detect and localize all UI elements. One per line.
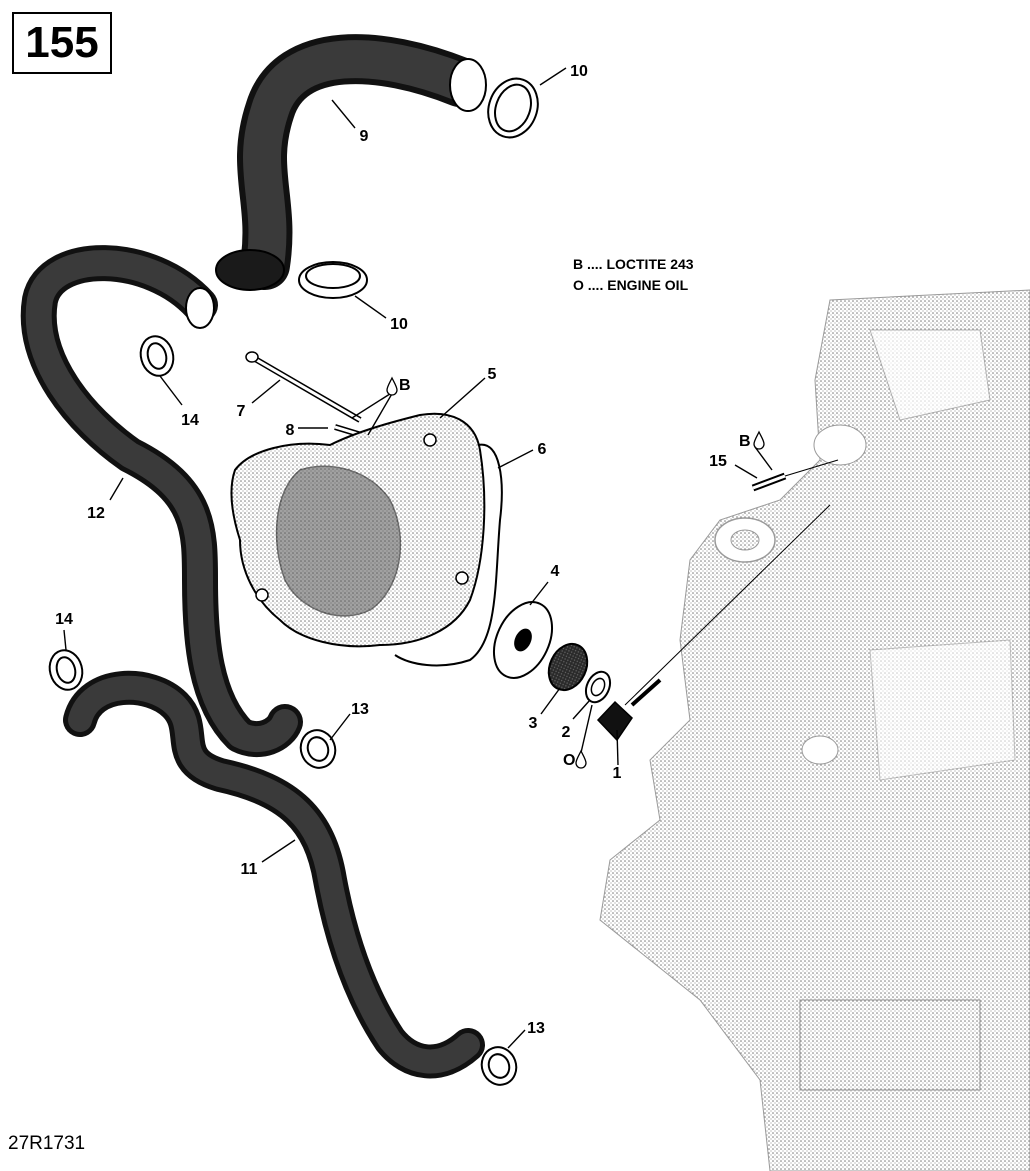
drive-gear-1 bbox=[596, 678, 662, 742]
bolt-7 bbox=[245, 351, 362, 423]
impeller-4 bbox=[492, 601, 554, 679]
callout-8: 8 bbox=[286, 422, 295, 439]
callout-9: 9 bbox=[360, 128, 369, 145]
callout-14-top: 14 bbox=[181, 412, 199, 429]
clamp-13-upper bbox=[299, 729, 337, 769]
hose-12 bbox=[20, 245, 303, 757]
hose-11 bbox=[63, 670, 485, 1079]
callout-10-bottom: 10 bbox=[390, 316, 408, 333]
page-number-badge: 155 bbox=[12, 12, 112, 74]
callout-14-bottom: 14 bbox=[55, 611, 73, 628]
callout-13-lower: 13 bbox=[527, 1020, 545, 1037]
callout-11: 11 bbox=[241, 861, 258, 878]
alignment-line-dowel bbox=[784, 459, 839, 477]
callout-3: 3 bbox=[529, 715, 538, 732]
clamp-10-top bbox=[487, 77, 539, 139]
leader-lines bbox=[63, 67, 773, 1049]
callout-5: 5 bbox=[488, 366, 497, 383]
drop-icon bbox=[575, 749, 587, 769]
seal-3 bbox=[547, 642, 589, 692]
o-ring-2 bbox=[584, 670, 612, 704]
product-legend: B .... LOCTITE 243 O .... ENGINE OIL bbox=[573, 254, 694, 296]
callout-2: 2 bbox=[562, 724, 571, 741]
mark-engine-oil-o-ring: O bbox=[563, 749, 587, 769]
callout-10-top: 10 bbox=[570, 63, 588, 80]
mark-loctite-fasteners: B bbox=[386, 376, 411, 396]
mark-o-o-ring: O bbox=[563, 752, 575, 769]
figure-id: 27R1731 bbox=[8, 1133, 86, 1154]
clamp-13-lower bbox=[480, 1046, 518, 1086]
gasket-6 bbox=[394, 443, 503, 667]
clamp-10-bottom bbox=[298, 261, 368, 299]
drop-icon bbox=[753, 430, 765, 450]
clamp-14-bottom bbox=[48, 649, 84, 691]
callout-6: 6 bbox=[538, 441, 547, 458]
clamp-14-top bbox=[139, 335, 175, 377]
mark-loctite-dowel: B bbox=[739, 430, 765, 450]
dowel-15 bbox=[751, 472, 787, 492]
callout-4: 4 bbox=[551, 563, 560, 580]
drop-icon bbox=[386, 376, 398, 396]
callout-1: 1 bbox=[613, 765, 622, 782]
water-pump-housing-5 bbox=[230, 412, 486, 648]
mark-b-fasteners: B bbox=[399, 377, 411, 394]
callout-12: 12 bbox=[87, 505, 105, 522]
hose-9 bbox=[215, 34, 487, 291]
legend-engine-oil: O .... ENGINE OIL bbox=[573, 277, 689, 293]
callout-15: 15 bbox=[709, 453, 727, 470]
callout-13-upper: 13 bbox=[351, 701, 369, 718]
callout-7: 7 bbox=[237, 403, 246, 420]
alignment-line-gear bbox=[624, 504, 831, 706]
engine-block bbox=[599, 289, 1030, 1171]
legend-loctite: B .... LOCTITE 243 bbox=[573, 256, 694, 272]
mark-b-dowel: B bbox=[739, 433, 751, 450]
